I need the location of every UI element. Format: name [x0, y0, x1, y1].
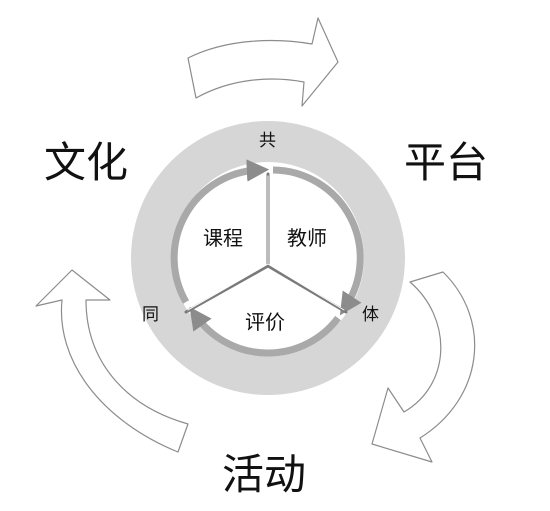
cycle-arrow-icon — [272, 166, 364, 316]
label-platform: 平台 — [404, 138, 489, 187]
label-body: 体 — [362, 305, 379, 325]
label-common: 共 — [259, 131, 276, 151]
label-together: 同 — [142, 305, 159, 325]
label-evaluation: 评价 — [245, 310, 285, 334]
label-activity: 活动 — [222, 450, 307, 499]
cycle-arrow-icon — [170, 159, 270, 304]
label-teacher: 教师 — [287, 226, 327, 250]
left-curved-arrow-icon — [35, 269, 189, 453]
top-curved-arrow-icon — [187, 17, 339, 107]
label-curriculum: 课程 — [203, 226, 243, 250]
right-curved-arrow-icon — [371, 271, 476, 463]
cycle-arrow-icon — [189, 306, 341, 357]
label-culture: 文化 — [44, 138, 129, 187]
